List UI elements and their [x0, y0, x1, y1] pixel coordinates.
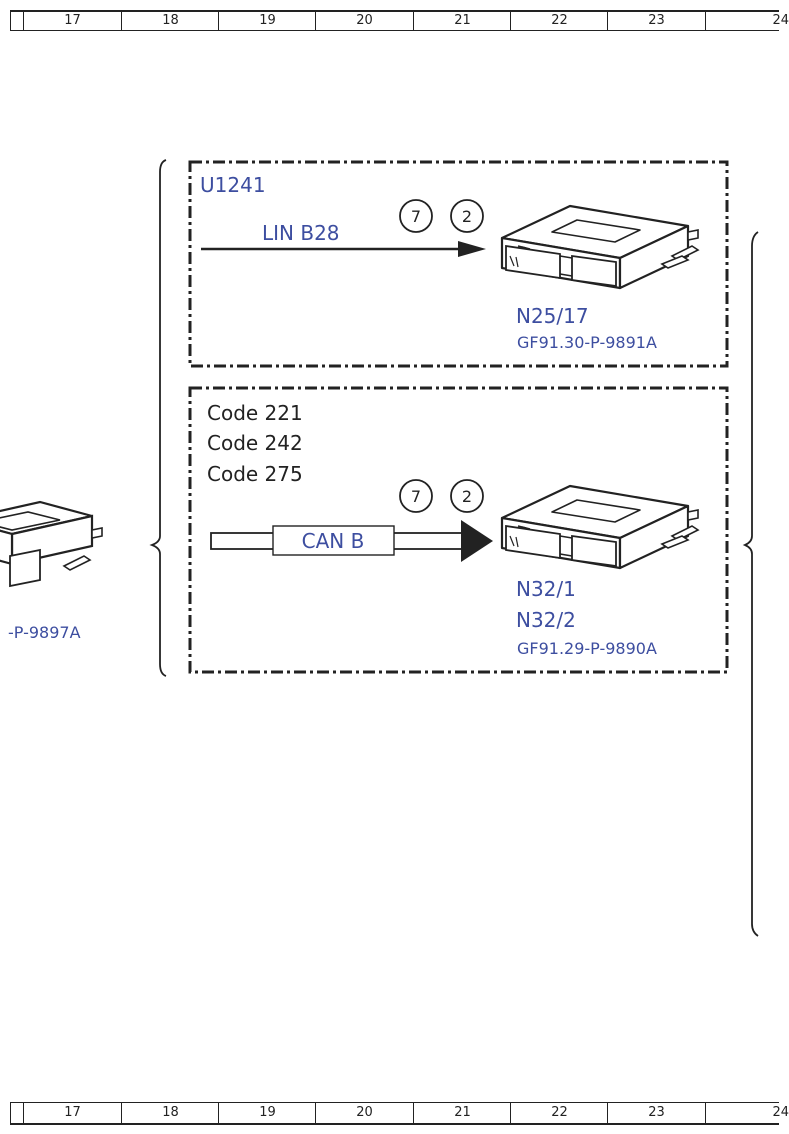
control-module-icon	[500, 484, 700, 570]
ruler-top-col: 23	[648, 13, 665, 28]
can-bus-arrow	[210, 520, 493, 562]
left-module-ref: -P-9897A	[8, 623, 81, 642]
can-bus-label: CAN B	[302, 529, 365, 553]
column-ruler-bottom: 17 18 19 20 21 22 23 24	[0, 1096, 789, 1125]
lin-group-box	[188, 160, 729, 368]
can-b-label-box	[272, 525, 395, 556]
module-label-n32-2: N32/2	[516, 608, 576, 632]
code-label: Code 221	[207, 401, 303, 425]
ruler-bottom-col: 17	[64, 1105, 81, 1120]
ruler-top-col: 22	[551, 13, 568, 28]
left-brace	[149, 159, 167, 677]
ruler-top-col: 21	[454, 13, 471, 28]
ruler-bottom-col: 24	[772, 1105, 789, 1120]
module-ref-lin: GF91.30-P-9891A	[517, 333, 657, 352]
ruler-bottom-col: 20	[356, 1105, 373, 1120]
circle-marker-2	[450, 479, 484, 513]
circle-marker-2	[450, 199, 484, 233]
circle-7-label: 7	[411, 207, 421, 226]
ruler-bottom-col: 22	[551, 1105, 568, 1120]
module-label-n25-17: N25/17	[516, 304, 589, 328]
can-group-box	[188, 386, 729, 674]
ruler-bottom-col: 18	[162, 1105, 179, 1120]
right-brace	[742, 231, 759, 937]
code-label: Code 275	[207, 462, 303, 486]
code-label: Code 242	[207, 431, 303, 455]
ruler-top-col: 18	[162, 13, 179, 28]
module-label-n32-1: N32/1	[516, 577, 576, 601]
circle-marker-7	[399, 479, 433, 513]
ruler-bottom-col: 23	[648, 1105, 665, 1120]
column-ruler-top: 17 18 19 20 21 22 23 24	[0, 0, 789, 31]
group-label-u1241: U1241	[200, 173, 266, 197]
ruler-bottom-col: 21	[454, 1105, 471, 1120]
lin-arrow	[201, 241, 486, 257]
ruler-top-col: 24	[772, 13, 789, 28]
ruler-top-col: 17	[64, 13, 81, 28]
left-module-icon	[0, 500, 103, 588]
ruler-top-col: 19	[259, 13, 276, 28]
circle-7-label: 7	[411, 487, 421, 506]
circle-2-label: 2	[462, 487, 472, 506]
ruler-top-col: 20	[356, 13, 373, 28]
ruler-bottom-col: 19	[259, 1105, 276, 1120]
module-ref-can: GF91.29-P-9890A	[517, 639, 657, 658]
circle-marker-7	[399, 199, 433, 233]
control-module-icon	[500, 204, 700, 290]
circle-2-label: 2	[462, 207, 472, 226]
lin-bus-label: LIN B28	[262, 221, 340, 245]
